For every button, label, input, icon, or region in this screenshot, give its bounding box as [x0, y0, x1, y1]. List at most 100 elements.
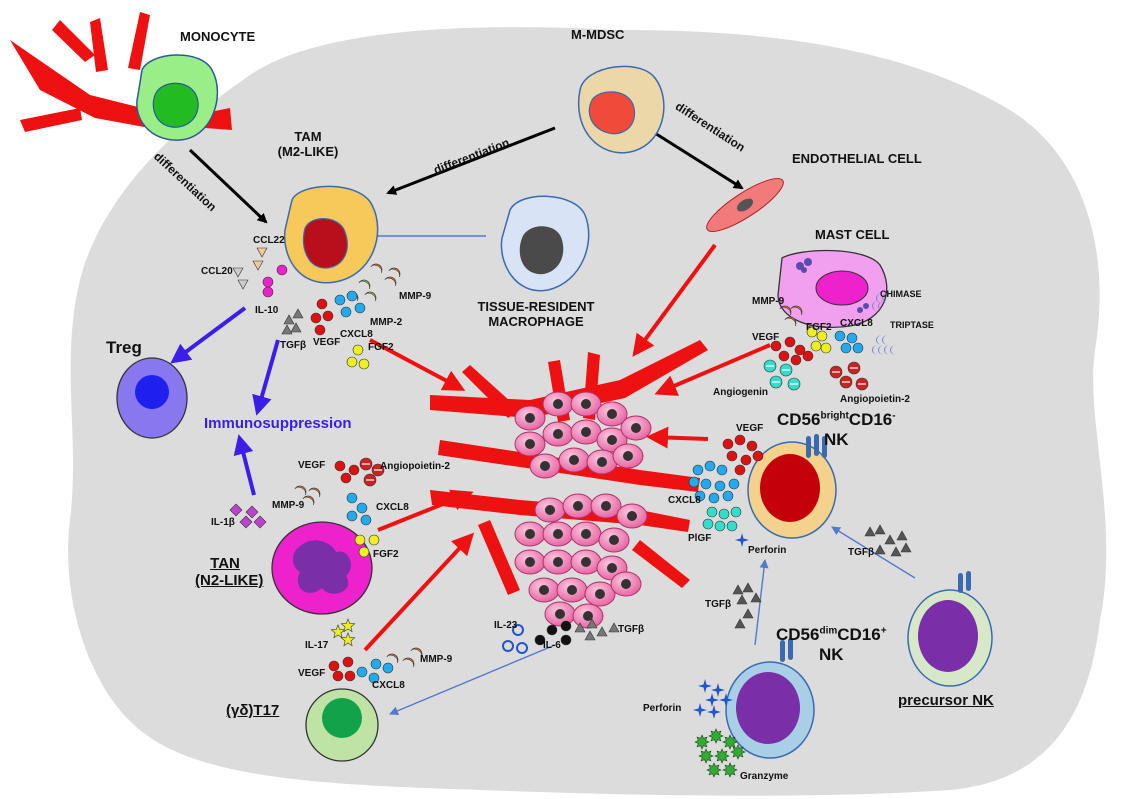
tissue-resident-macrophage-cell — [500, 195, 590, 292]
tumor-cell — [590, 493, 622, 519]
mast-cxcl8-molecule — [840, 342, 852, 354]
il23-molecule — [502, 640, 514, 652]
arrow-tam-to-immunosuppression — [252, 339, 280, 416]
nk-dim-line2: NK — [819, 645, 844, 665]
tan-cxcl8-molecule — [346, 510, 358, 522]
tumor-cell — [586, 449, 618, 475]
nk-bright-base: CD56 — [777, 410, 821, 429]
pigf-molecule — [718, 508, 730, 520]
mast-chimase-label: CHIMASE — [880, 289, 922, 299]
tumor-cell-nucleus — [609, 535, 619, 545]
il10-molecule — [262, 276, 274, 288]
tumor-cell — [542, 521, 574, 547]
arrow-mdsc-to-endothelial — [649, 128, 744, 190]
tumor-tgfb-molecule — [574, 622, 586, 633]
tumor-cell-nucleus — [525, 529, 535, 539]
nk-dim-sup2: + — [880, 625, 887, 637]
tgfb-molecule — [283, 314, 295, 325]
tumor-cell-nucleus — [631, 423, 641, 433]
vegf-molecule — [310, 312, 322, 324]
tumor-cell-nucleus — [627, 511, 637, 521]
nk-vegf-molecule — [746, 440, 758, 452]
tumor-cell — [542, 549, 574, 575]
tumor-cell-nucleus — [581, 557, 591, 567]
tumor-cell — [529, 453, 561, 479]
granzyme-molecule — [714, 748, 730, 764]
tumor-cell — [610, 571, 642, 597]
arrow-endothelial-to-tumor — [632, 243, 717, 357]
nk-dim-tgfb-molecule — [742, 608, 754, 619]
mast-fgf2-molecule — [810, 340, 822, 352]
arrow-tam-to-treg — [170, 306, 247, 364]
arrow-mast-to-tumor — [654, 343, 771, 396]
nk-cxcl8-molecule — [694, 490, 706, 502]
t17-cell — [305, 688, 379, 762]
tan-fgf2-molecule — [354, 534, 366, 546]
tumor-cell — [556, 577, 588, 603]
tam-label: TAM (M2-LIKE) — [268, 129, 348, 160]
tumor-cell — [562, 493, 594, 519]
nk-dim-tgfb-molecule — [732, 584, 744, 595]
nk-dim-tgfb-molecule — [742, 582, 754, 593]
nk-cxcl8-molecule — [692, 464, 704, 476]
mast-fgf2-molecule — [820, 342, 832, 354]
nk-cxcl8-molecule — [708, 492, 720, 504]
tgfb-molecule — [292, 308, 304, 319]
pigf-molecule — [730, 506, 742, 518]
il6-molecule — [560, 634, 572, 646]
granzyme-molecule — [694, 734, 710, 750]
tumor-tgfb-molecule — [584, 630, 596, 641]
mmp2-molecule — [358, 279, 371, 290]
t17-cxcl8-label: CXCL8 — [372, 680, 405, 691]
mast-fgf2-molecule — [816, 330, 828, 342]
nk-tgfb-molecule — [900, 542, 912, 553]
nk-tgfb-molecule — [864, 526, 876, 537]
m-mdsc-cell — [577, 65, 665, 154]
mast-mmp9-molecule — [790, 305, 803, 316]
mast-vegf-molecule — [770, 340, 782, 352]
mast-cxcl8-molecule — [852, 342, 864, 354]
triptase-molecule — [872, 345, 878, 355]
nk-dim-base: CD56 — [776, 625, 820, 644]
nk-dim-perforin-molecule — [693, 703, 707, 717]
t17-mmp9-molecule — [402, 657, 415, 668]
nk-vegf-molecule — [740, 454, 752, 466]
t17-mmp9-label: MMP-9 — [420, 654, 453, 665]
tam-il10-label: IL-10 — [255, 305, 279, 316]
arrow-brightnk-to-tumor — [646, 426, 709, 449]
tan-label: TAN (N2-LIKE) — [195, 555, 263, 590]
mast-mmp9-label: MMP-9 — [752, 296, 785, 307]
tumor-cell — [596, 401, 628, 427]
tumor-cell — [570, 521, 602, 547]
tumor-cell — [514, 405, 546, 431]
tgfb-molecule — [290, 322, 302, 333]
tumor-cell-nucleus — [607, 409, 617, 419]
nk-bright-mid: CD16 — [848, 410, 893, 429]
pigf-molecule — [706, 506, 718, 518]
il10-molecule — [276, 264, 288, 276]
vegf-molecule — [322, 310, 334, 322]
tan-fgf2-label: FGF2 — [373, 549, 399, 560]
nk-tgfb-bright-label: TGFβ — [848, 547, 875, 558]
tan-cxcl8-molecule — [356, 502, 368, 514]
m-mdsc-label: M-MDSC — [571, 27, 625, 42]
tumor-tgfb-label: TGFβ — [618, 624, 645, 635]
tumor-cell-nucleus — [553, 429, 563, 439]
t17-mmp9-molecule — [410, 647, 423, 658]
tumor-cell-nucleus — [525, 413, 535, 423]
tumor-cell — [620, 415, 652, 441]
tumor-cell-nucleus — [553, 529, 563, 539]
tumor-cell — [514, 431, 546, 457]
il1b-molecule — [239, 515, 253, 529]
nk-cxcl8-molecule — [704, 460, 716, 472]
mast-angiogenin-label: Angiogenin — [713, 387, 768, 398]
cxcl8-molecule — [340, 306, 352, 318]
mast-vegf-molecule — [778, 350, 790, 362]
nk-granzyme-label: Granzyme — [740, 771, 789, 782]
tam-vegf-label: VEGF — [313, 337, 341, 348]
il10-molecule — [262, 286, 274, 298]
tan-il1b-label: IL-1β — [211, 517, 235, 528]
tam-cell — [283, 185, 379, 284]
nk-dim-label: CD56dimCD16+ NK — [776, 625, 887, 666]
nk-perforin-dim-label: Perforin — [643, 703, 682, 714]
